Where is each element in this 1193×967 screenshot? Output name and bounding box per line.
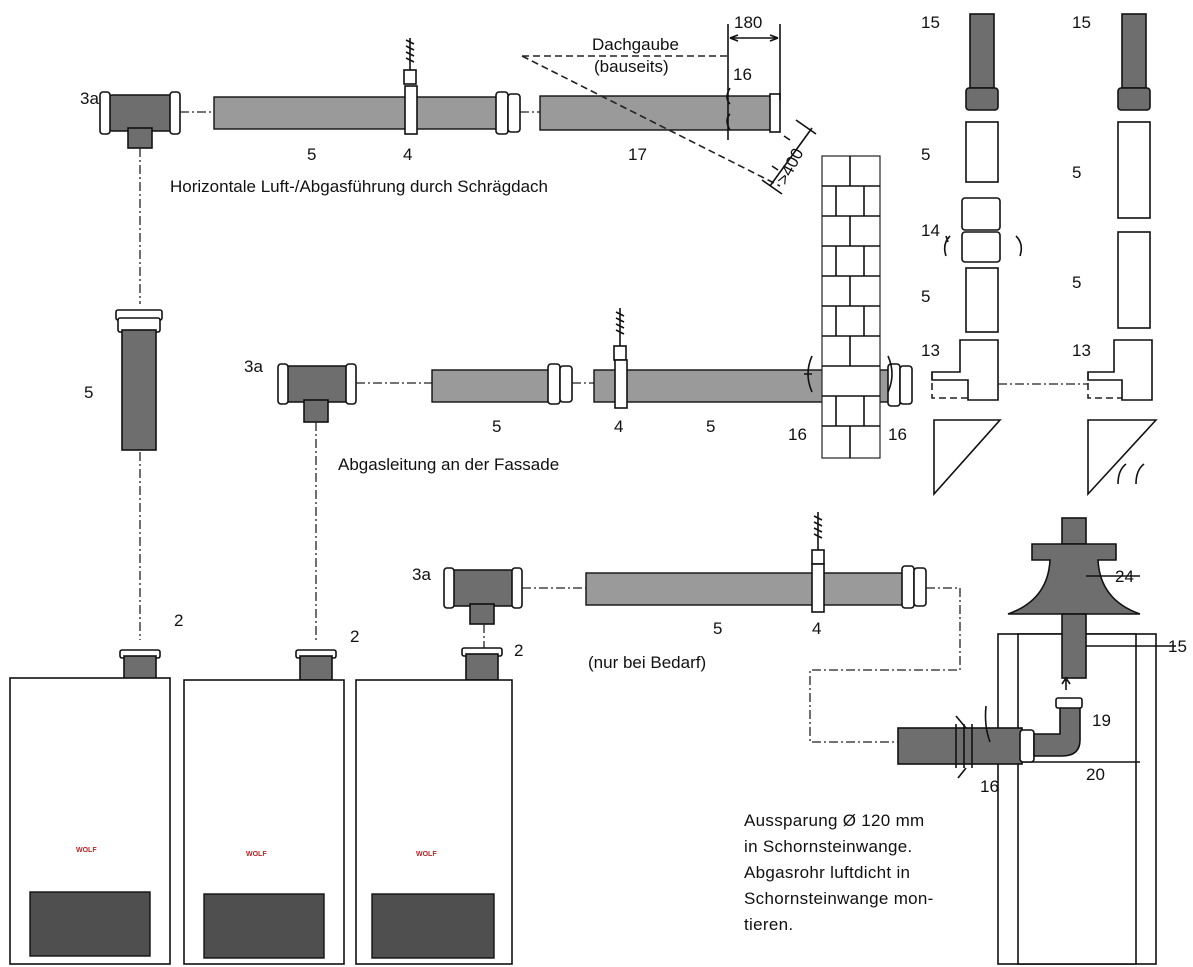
dormer-sub-label: (bauseits) bbox=[594, 57, 669, 76]
label-16-roof: 16 bbox=[733, 65, 752, 84]
boiler-3: WOLF 2 bbox=[355, 641, 523, 965]
roof-system: 180 Dachgaube (bauseits) >400 3a 5 4 17 … bbox=[80, 13, 817, 196]
label-19: 19 bbox=[1092, 711, 1111, 730]
note-line-2: in Schornsteinwange. bbox=[744, 837, 913, 856]
label-17-roof: 17 bbox=[628, 145, 647, 164]
pipe-17-roof bbox=[539, 87, 781, 133]
label-24: 24 bbox=[1115, 567, 1134, 586]
label-5-a2: 5 bbox=[921, 287, 930, 306]
boiler-2-logo: WOLF bbox=[246, 851, 267, 858]
bracket-4-facade bbox=[613, 308, 628, 409]
chimney: 24 15 19 20 16 bbox=[897, 517, 1187, 965]
installation-note: Aussparung Ø 120 mm in Schornsteinwange.… bbox=[744, 811, 934, 934]
brick-wall bbox=[821, 155, 881, 459]
label-16-facade-b: 16 bbox=[888, 425, 907, 444]
tee-3a-roof bbox=[99, 91, 181, 149]
label-5-left: 5 bbox=[84, 383, 93, 402]
chimney-system-optional: 3a 5 4 (nur bei Bedarf) bbox=[412, 512, 961, 743]
bracket-4-row3 bbox=[811, 512, 825, 613]
label-5-facade-a: 5 bbox=[492, 417, 501, 436]
label-5-row3: 5 bbox=[713, 619, 722, 638]
caption-facade: Abgasleitung an der Fassade bbox=[338, 455, 559, 474]
label-4-row3: 4 bbox=[812, 619, 821, 638]
label-2-boiler-2: 2 bbox=[350, 627, 359, 646]
label-15-a: 15 bbox=[921, 13, 940, 32]
note-line-5: tieren. bbox=[744, 915, 793, 934]
boiler-1-logo: WOLF bbox=[76, 847, 97, 854]
pipe-5-roof bbox=[213, 91, 521, 135]
label-2-boiler-3: 2 bbox=[514, 641, 523, 660]
note-line-1: Aussparung Ø 120 mm bbox=[744, 811, 925, 830]
pipe-5-row3 bbox=[585, 565, 927, 609]
label-3a-row3: 3a bbox=[412, 565, 431, 584]
label-5-a1: 5 bbox=[921, 145, 930, 164]
facade-system: 3a 5 4 5 16 16 Abgasleitung an der Fassa… bbox=[244, 155, 913, 640]
label-3a-roof: 3a bbox=[80, 89, 99, 108]
label-4-roof: 4 bbox=[403, 145, 412, 164]
label-13-b: 13 bbox=[1072, 341, 1091, 360]
label-14-a: 14 bbox=[921, 221, 940, 240]
dim-400-label: >400 bbox=[773, 145, 808, 188]
tee-3a-row3 bbox=[443, 567, 523, 625]
label-5-b2: 5 bbox=[1072, 273, 1081, 292]
pipe-5-facade-a bbox=[431, 363, 573, 405]
label-5-roof: 5 bbox=[307, 145, 316, 164]
tee-3a-facade bbox=[277, 363, 357, 423]
label-20: 20 bbox=[1086, 765, 1105, 784]
label-16-chimney: 16 bbox=[980, 777, 999, 796]
dim-180-label: 180 bbox=[734, 13, 762, 32]
note-line-3: Abgasrohr luftdicht in bbox=[744, 863, 910, 882]
note-line-4: Schornsteinwange mon- bbox=[744, 889, 934, 908]
dormer-label: Dachgaube bbox=[592, 35, 679, 54]
caption-roof: Horizontale Luft-/Abgasführung durch Sch… bbox=[170, 177, 548, 196]
label-2-boiler-1: 2 bbox=[174, 611, 183, 630]
vertical-set-b: 15 5 5 13 bbox=[1072, 13, 1158, 497]
boiler-1: WOLF 2 bbox=[9, 611, 183, 965]
label-3a-facade: 3a bbox=[244, 357, 263, 376]
label-13-a: 13 bbox=[921, 341, 940, 360]
label-5-facade-b: 5 bbox=[706, 417, 715, 436]
left-riser: 5 bbox=[84, 148, 163, 640]
caption-optional: (nur bei Bedarf) bbox=[588, 653, 706, 672]
label-4-facade: 4 bbox=[614, 417, 623, 436]
bracket-4-roof bbox=[403, 38, 418, 135]
boiler-2: WOLF 2 bbox=[183, 627, 359, 965]
label-16-facade-a: 16 bbox=[788, 425, 807, 444]
label-5-b1: 5 bbox=[1072, 163, 1081, 182]
vertical-set-a: 15 5 14 5 13 bbox=[921, 13, 1023, 497]
boiler-3-logo: WOLF bbox=[416, 851, 437, 858]
label-15-chimney: 15 bbox=[1168, 637, 1187, 656]
label-15-b: 15 bbox=[1072, 13, 1091, 32]
